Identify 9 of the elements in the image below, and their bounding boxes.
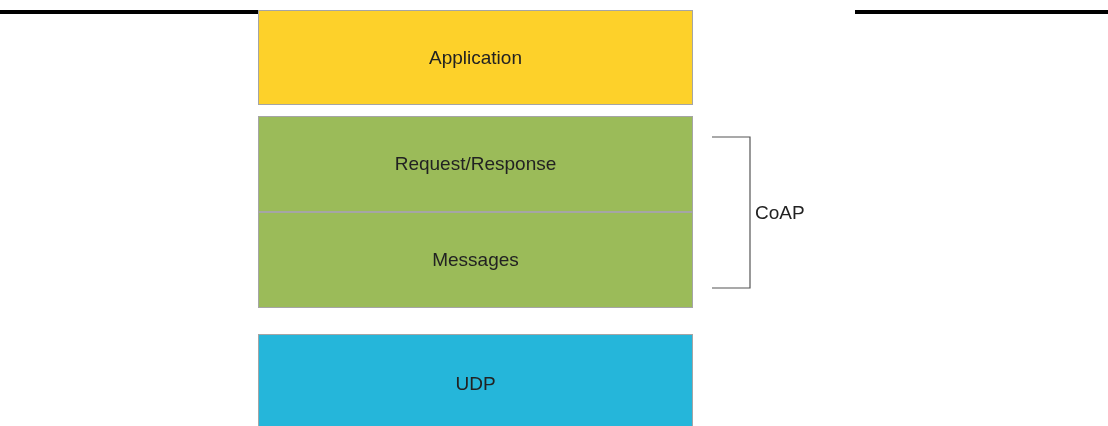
layer-label: UDP	[455, 373, 496, 395]
layer-box	[258, 334, 693, 426]
layer-box	[258, 10, 693, 105]
layer-box	[258, 212, 693, 308]
layer-label: Request/Response	[394, 153, 557, 175]
layer-label: Application	[429, 46, 522, 69]
group-label: CoAP	[755, 202, 805, 224]
layer-box	[258, 116, 693, 212]
layer-label: Messages	[432, 249, 519, 271]
